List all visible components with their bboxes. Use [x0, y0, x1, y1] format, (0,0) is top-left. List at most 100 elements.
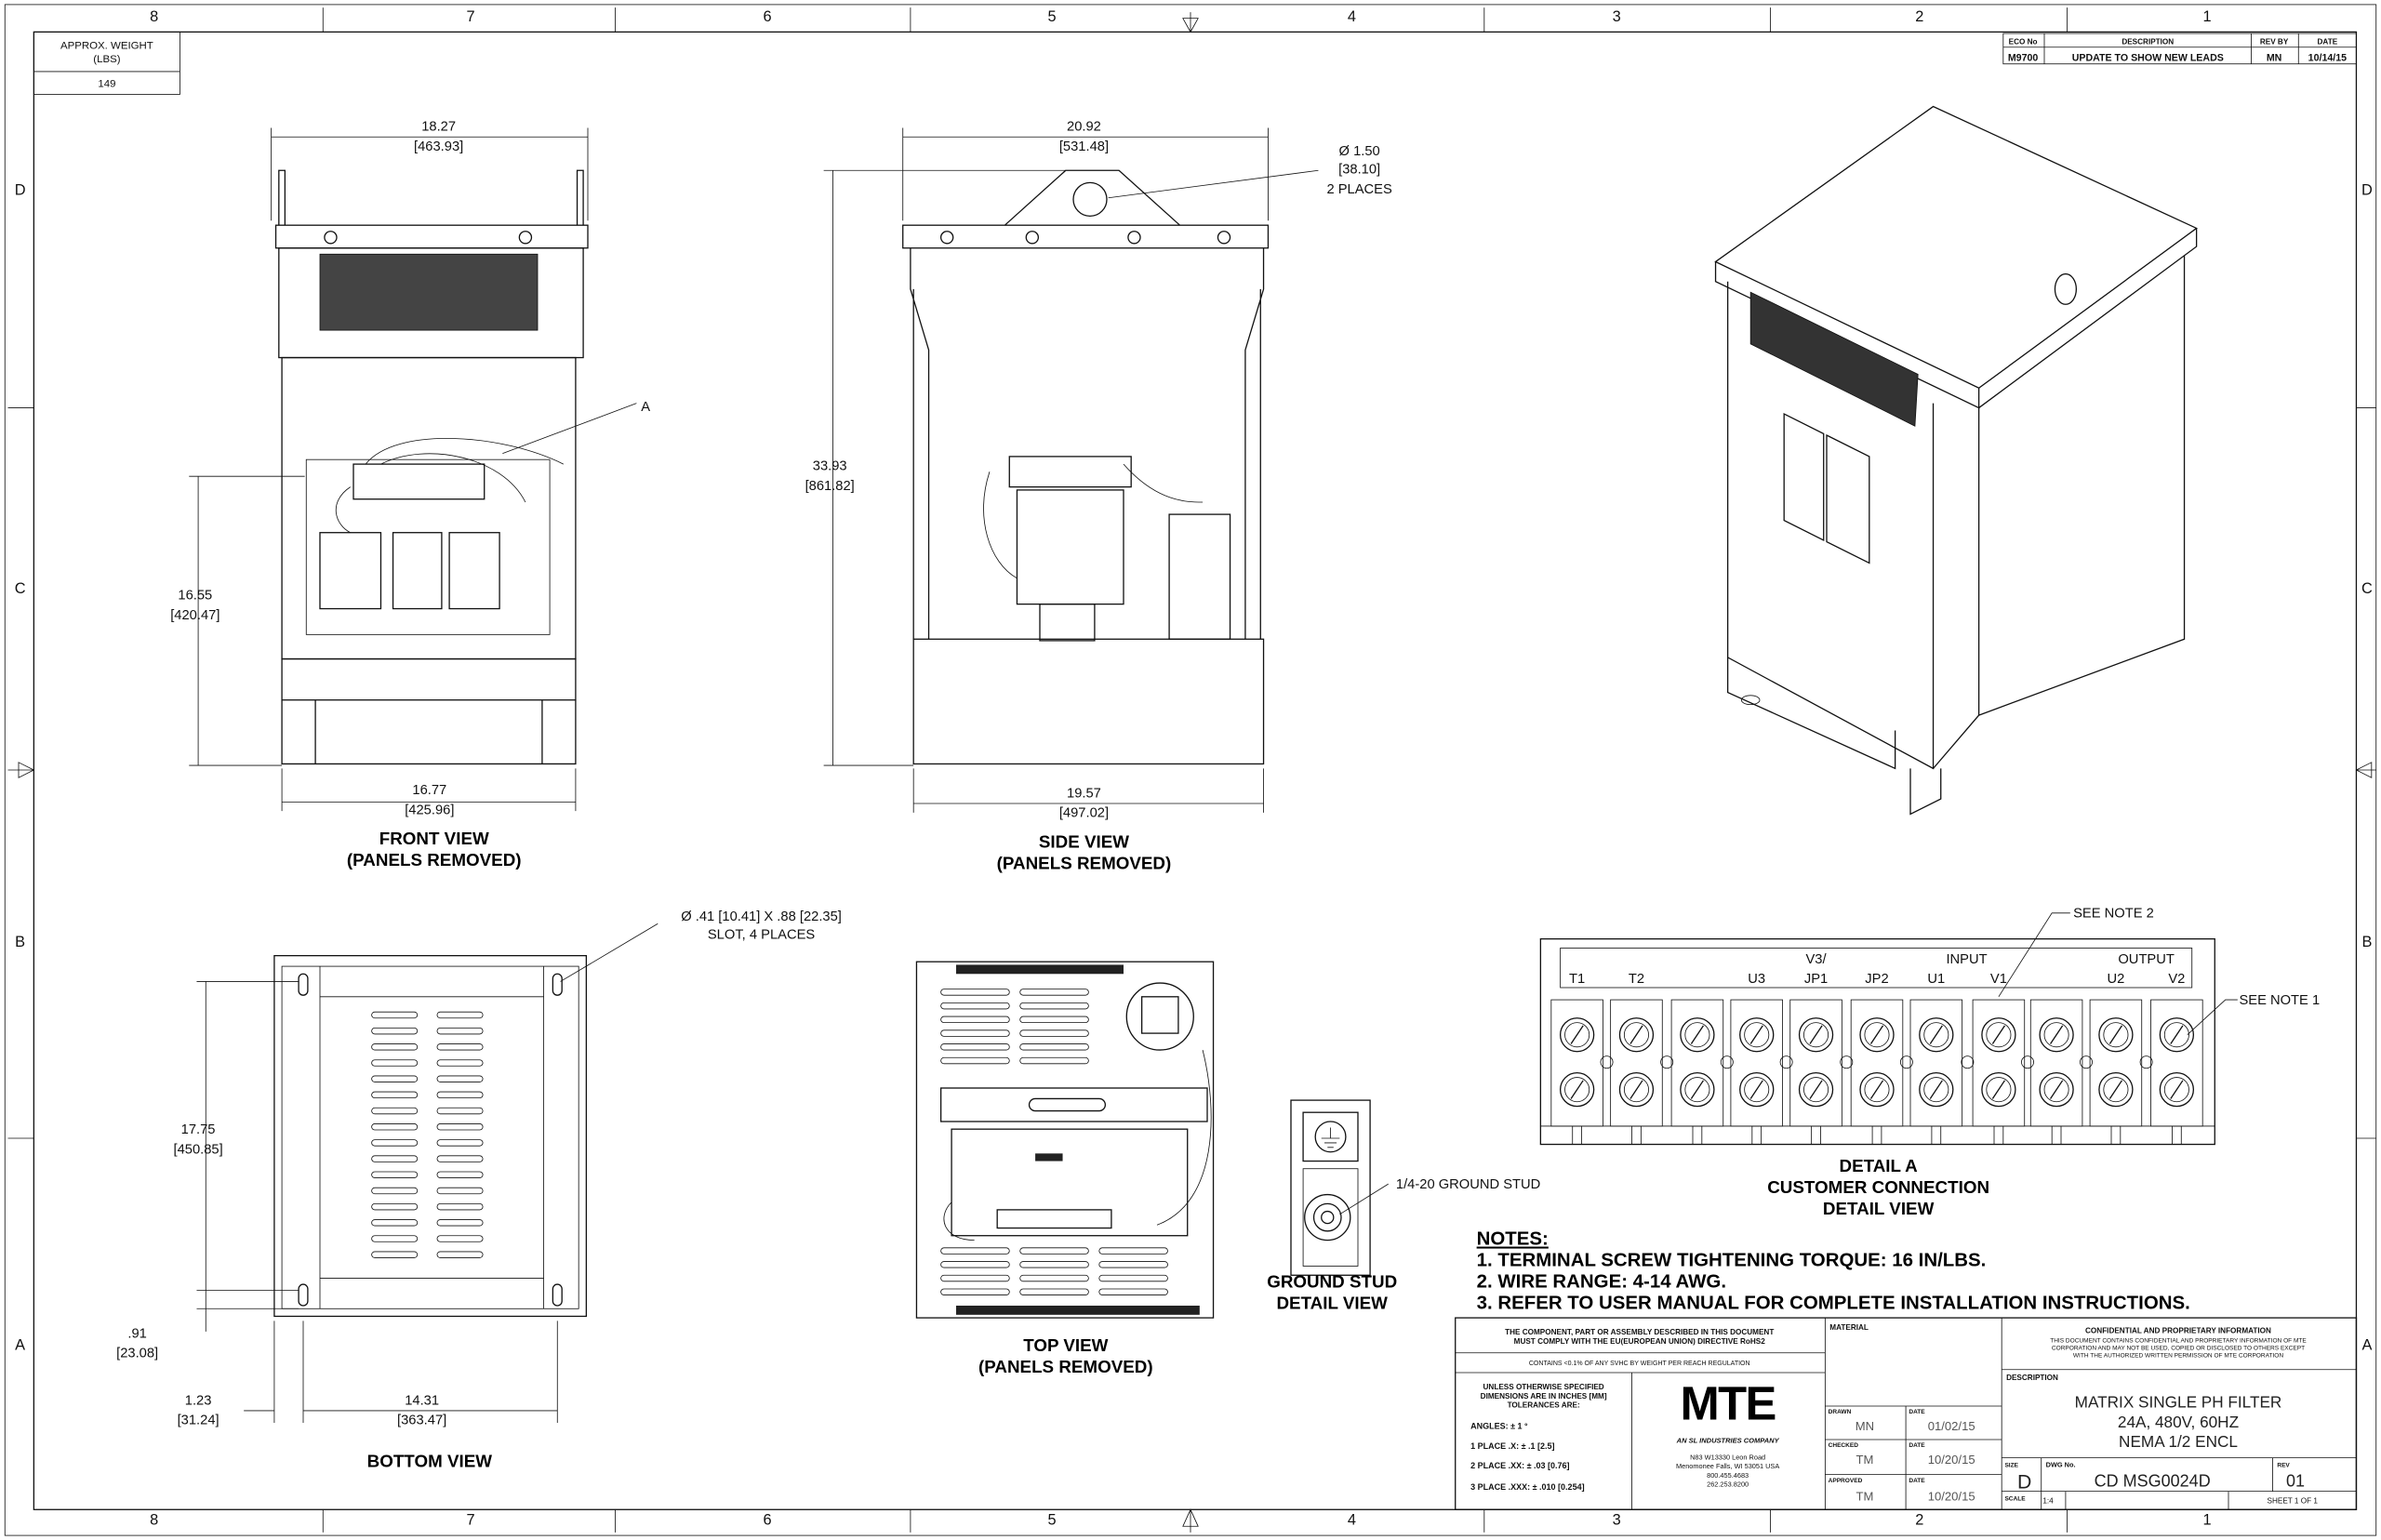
group-label-output: OUTPUT	[2118, 952, 2175, 967]
terminal-screw-head	[2043, 1077, 2069, 1103]
approved-date-label: DATE	[1909, 1478, 1925, 1484]
terminal-screw-head	[1986, 1077, 2012, 1103]
tolerance-header-3: TOLERANCES ARE:	[1508, 1401, 1580, 1410]
terminal	[1670, 999, 1734, 1145]
vent-slot	[371, 1219, 419, 1227]
terminal-screw-head	[1923, 1022, 1949, 1048]
terminal: T2	[1610, 972, 1674, 1145]
zone-column-label: 1	[2203, 1512, 2212, 1529]
vent-slot	[1019, 1029, 1089, 1037]
confidential-line-3: WITH THE AUTHORIZED WRITTEN PERMISSION O…	[2073, 1353, 2283, 1360]
terminal-pin	[2110, 1125, 2122, 1145]
screw-slot	[1749, 1025, 1763, 1044]
terminal-screw-icon	[1859, 1071, 1895, 1108]
zone-column-label: 6	[764, 1512, 772, 1529]
terminal-screw-head	[2103, 1022, 2129, 1048]
confidential-line-1: THIS DOCUMENT CONTAINS CONFIDENTIAL AND …	[2050, 1337, 2307, 1344]
terminal-screw-head	[1986, 1022, 2012, 1048]
description-line-3: NEMA 1/2 ENCL	[2119, 1432, 2238, 1451]
front-width-top-in: 18.27	[421, 120, 456, 135]
side-view-subtitle: (PANELS REMOVED)	[997, 853, 1172, 872]
terminal: T1	[1550, 972, 1614, 1145]
address-line-1: N83 W13330 Leon Road	[1690, 1453, 1765, 1461]
terminal-separator	[1840, 1055, 1854, 1069]
iso-vent-louver	[1749, 291, 1919, 427]
phone-2: 262.253.8200	[1707, 1480, 1749, 1489]
terminal-body	[1789, 999, 1842, 1127]
checked-by: TM	[1856, 1453, 1873, 1467]
vent-slot	[940, 1274, 1010, 1282]
ground-stud-detail: 1/4-20 GROUND STUD GROUND STUD DETAIL VI…	[1267, 1099, 1540, 1312]
address-line-2: Menomonee Falls, WI 53051 USA	[1676, 1462, 1779, 1470]
side-view: 33.93 [861.82] 20.92 [531.48] 19.57 [497…	[805, 120, 1392, 873]
terminal-body	[1550, 999, 1603, 1127]
screw-slot	[1570, 1025, 1584, 1044]
terminal-pin	[1931, 1125, 1942, 1145]
zone-column-label: 4	[1348, 1512, 1356, 1529]
terminal-pin	[1871, 1125, 1882, 1145]
description-line-1: MATRIX SINGLE PH FILTER	[2075, 1393, 2282, 1412]
vent-slot	[1019, 1043, 1089, 1051]
side-width-bottom-mm: [497.02]	[1059, 806, 1109, 821]
rev-header-date: DATE	[2318, 37, 2338, 46]
terminal-screw-icon	[1919, 1017, 1954, 1053]
checked-date: 10/20/15	[1928, 1453, 1975, 1467]
terminal-screw-head	[1864, 1077, 1890, 1103]
logo-tagline: AN SL INDUSTRIES COMPANY	[1676, 1436, 1780, 1444]
terminal-screw-head	[1564, 1077, 1590, 1103]
terminal-label: JP1	[1804, 972, 1828, 987]
vent-slot	[940, 1016, 1010, 1024]
terminal-screw-icon	[2098, 1071, 2134, 1108]
zone-row-label: B	[2361, 934, 2372, 950]
terminal-screw-icon	[2098, 1017, 2134, 1053]
zone-column-label: 5	[1048, 8, 1057, 25]
terminal-pin	[1572, 1125, 1582, 1145]
terminal-screw-head	[2043, 1022, 2069, 1048]
zone-column-label: 7	[466, 8, 474, 25]
vent-slot	[371, 1043, 419, 1051]
bottom-offset-x-in: 1.23	[185, 1393, 212, 1408]
terminal-screw-icon	[1680, 1071, 1715, 1108]
tolerance-2-place: 2 PLACE .XX: ± .03 [0.76]	[1470, 1461, 1569, 1470]
terminal-screw-head	[2163, 1077, 2189, 1103]
terminal: U1	[1909, 972, 1975, 1145]
checked-date-label: DATE	[1909, 1442, 1925, 1449]
scale-label: SCALE	[2004, 1495, 2026, 1502]
vent-slot	[436, 1043, 484, 1051]
ground-symbol-icon	[1314, 1121, 1347, 1153]
rohs-line-2: MUST COMPLY WITH THE EU(EUROPEAN UNION) …	[1514, 1337, 1766, 1346]
side-width-top-in: 20.92	[1067, 120, 1101, 135]
see-note-1: SEE NOTE 1	[2239, 993, 2320, 1008]
screw-slot	[1869, 1025, 1884, 1044]
terminal	[2029, 999, 2093, 1145]
screw-slot	[2170, 1025, 2184, 1044]
notes: NOTES: 1. TERMINAL SCREW TIGHTENING TORQ…	[1477, 1228, 2190, 1314]
zone-column-label: 2	[1915, 8, 1923, 25]
mount-slot	[552, 1283, 563, 1307]
front-height-in: 16.55	[178, 589, 212, 604]
terminal-body	[1730, 999, 1783, 1127]
rohs-line-1: THE COMPONENT, PART OR ASSEMBLY DESCRIBE…	[1505, 1328, 1774, 1336]
screw-slot	[1991, 1025, 2005, 1044]
vent-slot	[940, 1029, 1010, 1037]
screw-slot	[1929, 1025, 1943, 1044]
zone-column-label: 8	[150, 8, 158, 25]
screw-slot	[2170, 1080, 2184, 1099]
vent-slot	[436, 1171, 484, 1178]
terminal-screw-head	[1744, 1022, 1770, 1048]
zone-row-label: A	[2361, 1336, 2372, 1353]
drawing-frame	[33, 31, 2358, 1510]
terminal-body	[1850, 999, 1904, 1127]
vent-slot	[1098, 1247, 1168, 1255]
terminal-screw-icon	[2159, 1017, 2195, 1053]
note-2: 2. WIRE RANGE: 4-14 AWG.	[1477, 1270, 1726, 1292]
vent-slot	[940, 989, 1010, 996]
terminal-screw-icon	[1919, 1071, 1954, 1108]
transformer	[1016, 489, 1124, 605]
terminal-screw-icon	[1680, 1017, 1715, 1053]
bottom-offset-x-mm: [31.24]	[178, 1414, 219, 1428]
dwg-no-label: DWG No.	[2046, 1460, 2076, 1468]
approved-label: APPROVED	[1829, 1478, 1863, 1484]
vent-slot	[436, 1027, 484, 1035]
terminal-label: V1	[1990, 972, 2007, 987]
